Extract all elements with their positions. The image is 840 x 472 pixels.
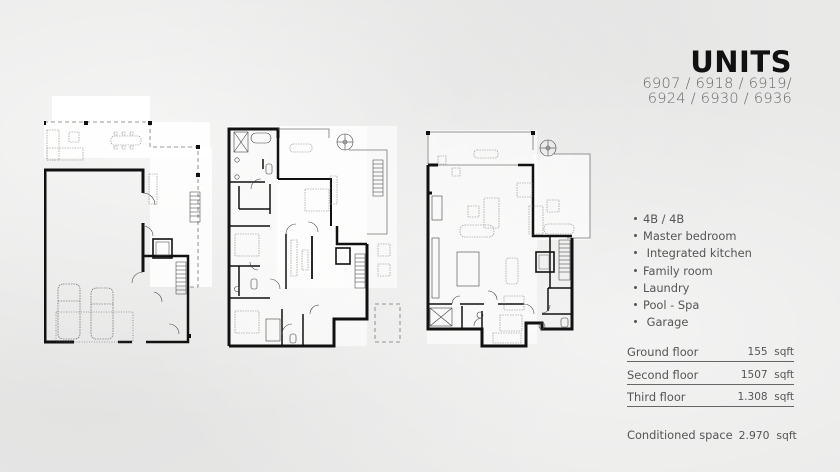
area-table: Ground floor 155 sqft Second floor 1507 … bbox=[627, 342, 794, 410]
feature-label: Pool - Spa bbox=[643, 297, 700, 312]
conditioned-value: 2.970 sqft bbox=[738, 429, 797, 442]
bullet-icon bbox=[634, 268, 637, 272]
feature-label: Integrated kitchen bbox=[643, 246, 752, 261]
conditioned-label: Conditioned space bbox=[627, 428, 733, 442]
feature-item: Integrated kitchen bbox=[634, 245, 752, 262]
area-row-ground: Ground floor 155 sqft bbox=[627, 342, 794, 362]
feature-label: Master bedroom bbox=[643, 229, 737, 244]
unit-numbers-line-1: 6907 / 6918 / 6919/ bbox=[642, 76, 792, 92]
floor-area: 155 sqft bbox=[747, 346, 794, 358]
bullet-icon bbox=[634, 320, 637, 324]
feature-item: 4B / 4B bbox=[634, 211, 752, 228]
feature-label: Garage bbox=[643, 315, 689, 330]
floor-label: Third floor bbox=[627, 390, 686, 405]
page-title: UNITS bbox=[690, 45, 792, 79]
floor-label: Ground floor bbox=[627, 345, 699, 359]
unit-numbers-line-2: 6924 / 6930 / 6936 bbox=[647, 91, 792, 107]
third-floor-plan bbox=[426, 130, 591, 348]
area-row-third: Third floor 1.308 sqft bbox=[627, 387, 795, 408]
bullet-icon bbox=[634, 234, 637, 238]
feature-item: Pool - Spa bbox=[634, 297, 752, 314]
bullet-icon bbox=[634, 285, 637, 289]
feature-item: Garage bbox=[634, 314, 752, 331]
second-floor-plan bbox=[227, 126, 401, 348]
feature-label: Family room bbox=[643, 263, 713, 278]
ground-floor-plan bbox=[44, 96, 212, 344]
bullet-icon bbox=[634, 217, 637, 220]
bullet-icon bbox=[634, 251, 637, 255]
feature-item: Laundry bbox=[634, 280, 752, 297]
feature-item: Master bedroom bbox=[634, 228, 752, 245]
features-list: 4B / 4B Master bedroom Integrated kitche… bbox=[634, 211, 752, 331]
floor-area: 1507 sqft bbox=[740, 368, 794, 381]
feature-label: Laundry bbox=[643, 280, 690, 295]
area-row-second: Second floor 1507 sqft bbox=[627, 365, 794, 385]
feature-item: Family room bbox=[634, 263, 752, 280]
units-header: UNITS 6907 / 6918 / 6919/ 6924 / 6930 / … bbox=[643, 47, 793, 107]
feature-label: 4B / 4B bbox=[643, 212, 685, 226]
floor-area: 1.308 sqft bbox=[737, 391, 795, 404]
floor-label: Second floor bbox=[627, 367, 699, 382]
conditioned-space: Conditioned space 2.970 sqft bbox=[627, 428, 797, 442]
bullet-icon bbox=[634, 302, 637, 306]
